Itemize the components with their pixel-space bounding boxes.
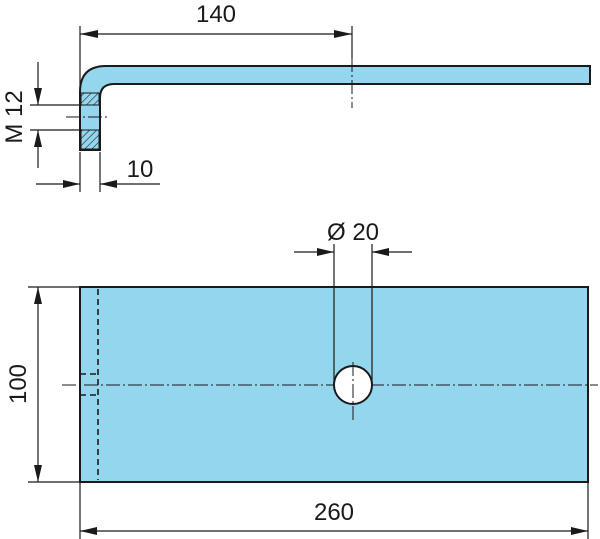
thread-hatch-lower — [80, 129, 100, 150]
bent-bar — [79, 65, 591, 151]
side-view: 140 M 12 10 — [1, 1, 591, 192]
dim-thickness: 10 — [127, 156, 154, 183]
dim-length-total: 260 — [314, 499, 354, 526]
dim-thread: M 12 — [1, 90, 28, 143]
dim-hole-diameter: Ø 20 — [327, 219, 379, 246]
dim-length-top: 140 — [196, 1, 236, 28]
plan-view: Ø 20 100 260 — [5, 219, 598, 539]
thread-hatch-upper — [80, 92, 100, 106]
dim-height: 100 — [5, 364, 32, 404]
